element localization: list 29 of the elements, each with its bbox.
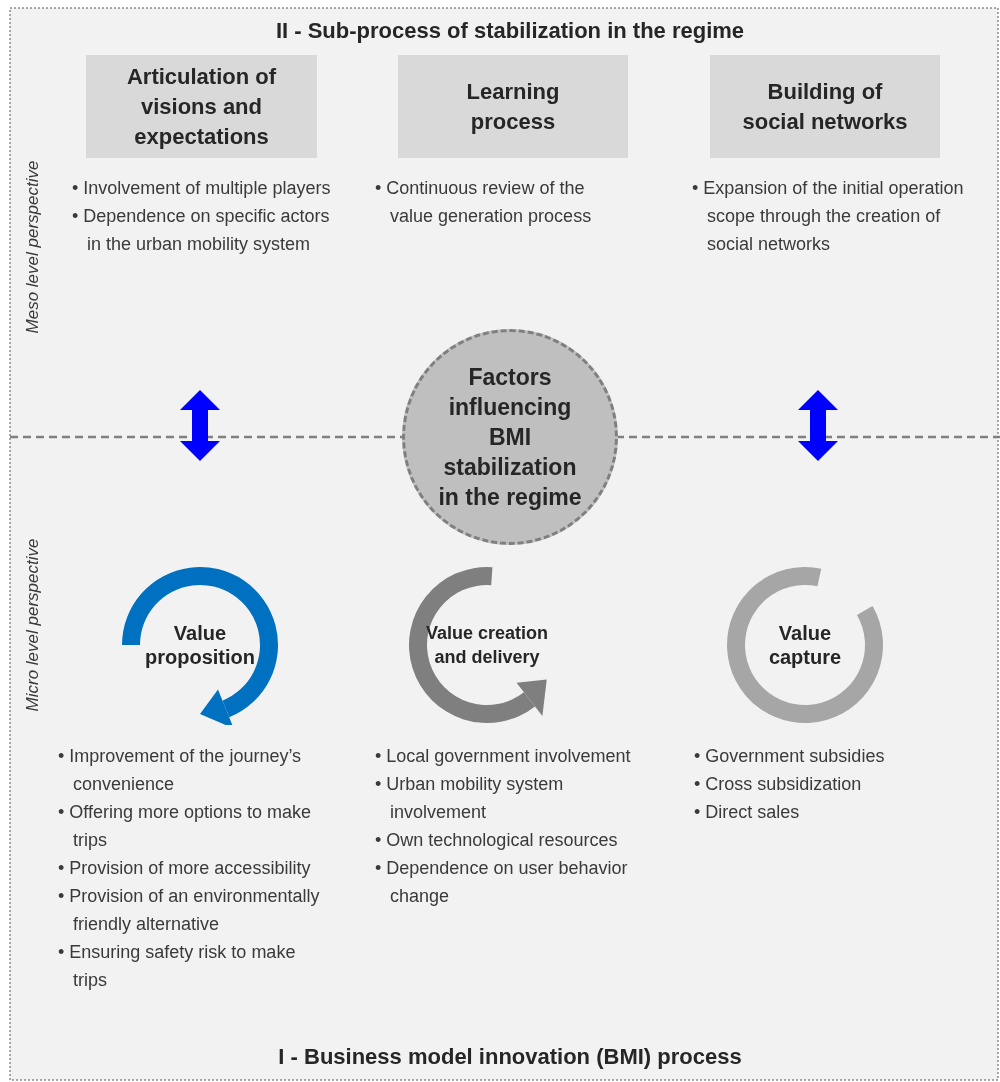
box-title: Learning process <box>465 77 561 136</box>
process-box <box>398 55 628 158</box>
bullet-item: • Cross subsidization <box>694 773 863 796</box>
bullet-item: • Offering more options to make trips <box>58 801 313 852</box>
circle-text: Factors influencing BMI stabilization in the regime <box>437 363 583 512</box>
process-box <box>710 55 940 158</box>
diagram-caption: I - Business model innovation (BMI) process <box>277 1044 743 1070</box>
bullet-item: • Own technological resources <box>375 829 619 852</box>
diagram-title: II - Sub-process of stabilization in the regime <box>274 18 746 44</box>
bullet-item: • Dependence on specific actors in the urban mobility system <box>72 205 331 256</box>
bullet-item: • Ensuring safety risk to make trips <box>58 941 297 992</box>
bullet-item: • Government subsidies <box>694 745 886 768</box>
box-title: Articulation of visions and expectations <box>125 62 278 151</box>
axis-label: Meso level perspective <box>22 160 43 334</box>
axis-label: Micro level perspective <box>22 538 43 712</box>
cycle-label: Value capture <box>767 621 843 669</box>
bullet-item: • Direct sales <box>694 801 801 824</box>
bullet-item: • Provision of more accessibility <box>58 857 312 880</box>
bullet-item: • Urban mobility system involvement <box>375 773 565 824</box>
bullet-item: • Improvement of the journey’s convenience <box>58 745 303 796</box>
box-title: Building of social networks <box>741 77 909 136</box>
bullet-item: • Continuous review of the value generation process <box>375 177 593 228</box>
bullet-item: • Expansion of the initial operation scope through the creation of social networks <box>692 177 965 256</box>
process-box <box>86 55 317 158</box>
bullet-item: • Local government involvement <box>375 745 632 768</box>
cycle-label: Value proposition <box>144 621 256 669</box>
bullet-item: • Provision of an environmentally friendly alternative <box>58 885 320 936</box>
bullet-item: • Dependence on user behavior change <box>375 857 629 908</box>
bullet-item: • Involvement of multiple players <box>72 177 332 200</box>
